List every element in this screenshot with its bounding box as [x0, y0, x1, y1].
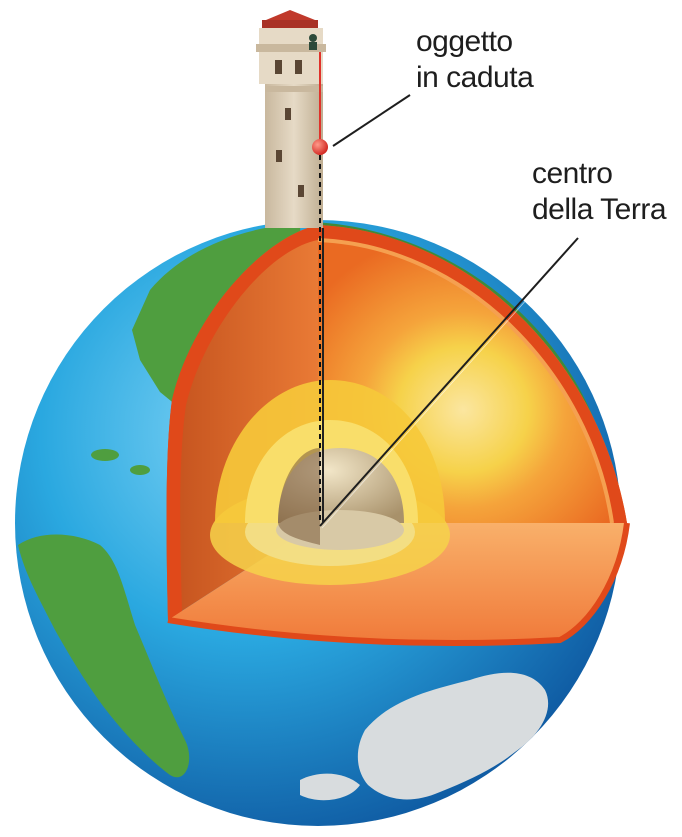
crust	[318, 225, 627, 523]
tower-window	[295, 60, 302, 74]
tower-window	[275, 60, 282, 74]
inner-core-shadow	[278, 448, 320, 545]
label-falling-object: oggetto in caduta	[416, 24, 534, 96]
pointer-falling-object	[332, 94, 411, 147]
floor-edge	[167, 522, 630, 647]
falling-ball-icon	[312, 139, 328, 155]
tower-window	[276, 150, 282, 162]
tower-body	[265, 82, 323, 228]
tower-roof-base	[262, 20, 318, 28]
tower-window	[285, 108, 291, 120]
pointer-earth-center	[319, 237, 579, 527]
tower-window	[298, 185, 304, 197]
crust-left	[166, 225, 318, 620]
island	[91, 449, 119, 461]
earth-globe	[15, 220, 630, 826]
label-falling-object-line1: oggetto	[416, 25, 513, 58]
crust-inner-line	[317, 238, 614, 524]
ice-shelf	[300, 773, 360, 801]
person-icon	[309, 34, 317, 42]
label-earth-center: centro della Terra	[532, 156, 667, 228]
continent-south-america	[18, 534, 190, 778]
earth-cutaway	[166, 225, 630, 647]
label-earth-center-line1: centro	[532, 157, 613, 190]
pointer-earth-center-highlight	[321, 239, 581, 529]
tower-roof	[266, 10, 315, 20]
label-falling-object-line2: in caduta	[416, 61, 534, 94]
island	[130, 465, 150, 475]
tower-band	[265, 86, 323, 92]
label-earth-center-line2: della Terra	[532, 193, 667, 226]
continent-antarctica	[357, 672, 549, 800]
person-body	[309, 42, 317, 50]
tower-battlement	[256, 44, 326, 52]
tower-icon	[256, 10, 326, 228]
